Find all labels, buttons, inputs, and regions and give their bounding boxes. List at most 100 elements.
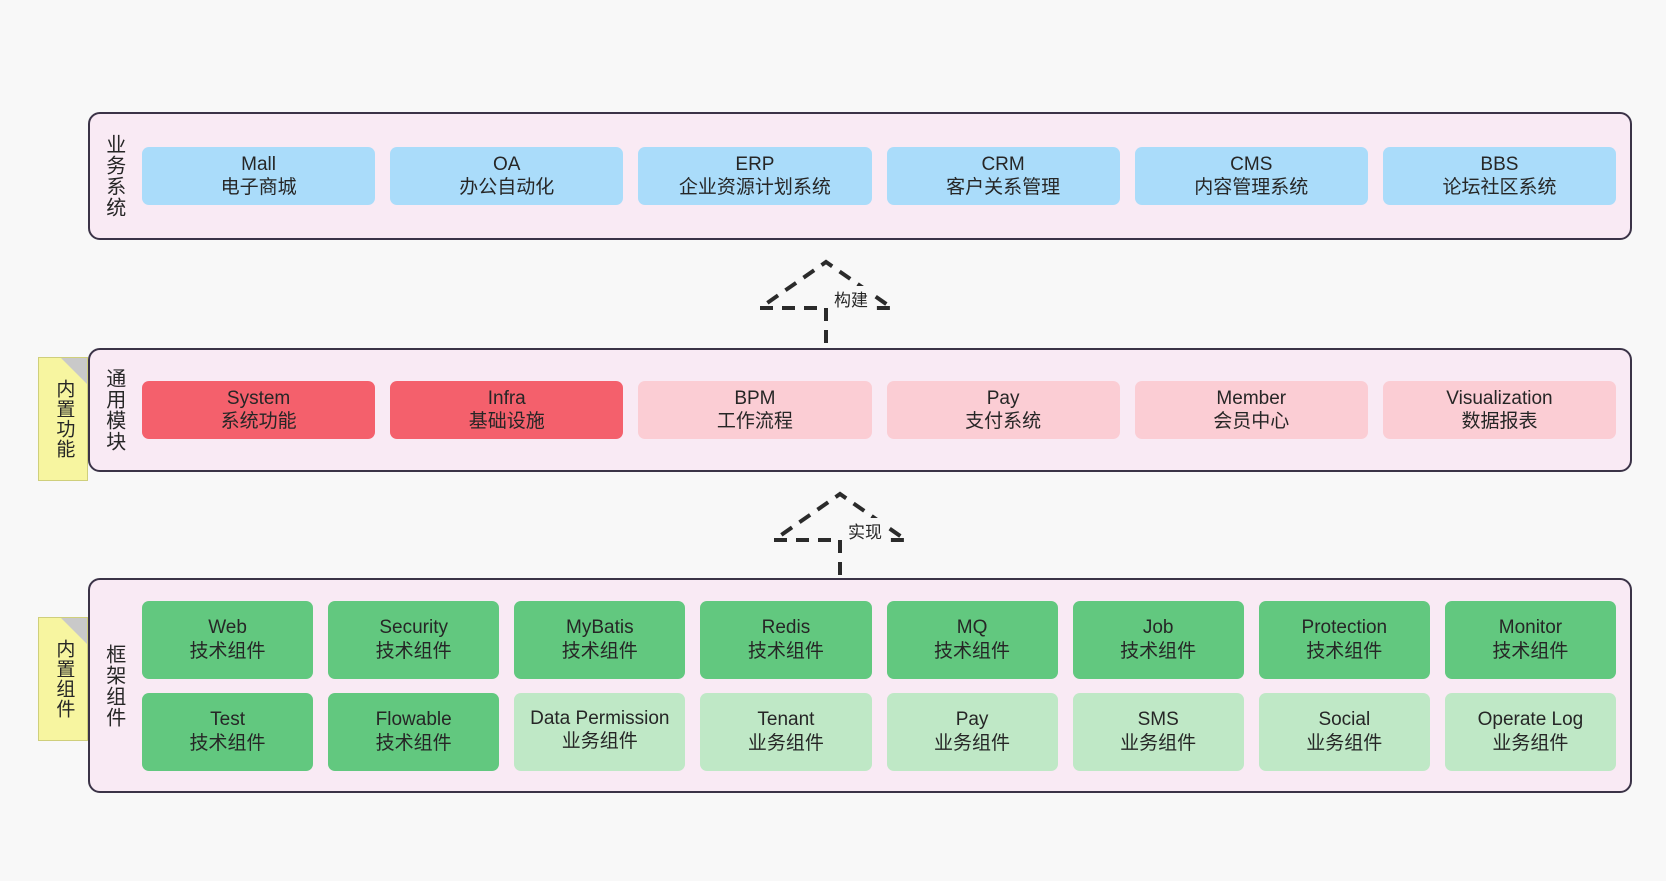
node-subtitle: 技术组件 <box>934 640 1011 662</box>
node-title: System <box>226 387 291 409</box>
node-security[interactable]: Security 技术组件 <box>328 600 500 679</box>
layer-title-common: 通用模块 <box>102 368 125 452</box>
node-data-permission[interactable]: Data Permission 业务组件 <box>514 692 686 771</box>
node-subtitle: 业务组件 <box>747 732 824 754</box>
node-mq[interactable]: MQ 技术组件 <box>886 600 1058 679</box>
sticky-note-builtin-function: 内置功能 <box>38 357 88 481</box>
node-title: OA <box>493 153 521 175</box>
connector-label-build: 构建 <box>832 286 870 311</box>
node-title: SMS <box>1137 709 1179 731</box>
layer-common-modules: 通用模块 System 系统功能 Infra 基础设施 BPM 工作流程 Pay… <box>88 348 1632 472</box>
node-title: Member <box>1216 387 1287 409</box>
row: Test 技术组件 Flowable 技术组件 Data Permission … <box>142 692 1616 771</box>
node-subtitle: 业务组件 <box>561 731 638 753</box>
node-subtitle: 技术组件 <box>189 640 266 662</box>
node-monitor[interactable]: Monitor 技术组件 <box>1444 600 1616 679</box>
node-subtitle: 内容管理系统 <box>1194 177 1309 198</box>
node-subtitle: 系统功能 <box>220 411 297 432</box>
node-title: Web <box>208 617 247 639</box>
layer-body-business: Mall 电子商城 OA 办公自动化 ERP 企业资源计划系统 CRM 客户关系… <box>136 114 1630 238</box>
node-system[interactable]: System 系统功能 <box>142 380 376 440</box>
node-pay-component[interactable]: Pay 业务组件 <box>886 692 1058 771</box>
node-visualization[interactable]: Visualization 数据报表 <box>1382 380 1617 440</box>
node-cms[interactable]: CMS 内容管理系统 <box>1134 146 1368 206</box>
node-protection[interactable]: Protection 技术组件 <box>1258 600 1430 679</box>
node-subtitle: 会员中心 <box>1213 411 1290 432</box>
generalization-arrow-icon <box>753 259 899 350</box>
node-title: Monitor <box>1498 617 1563 639</box>
node-erp[interactable]: ERP 企业资源计划系统 <box>638 146 872 206</box>
node-crm[interactable]: CRM 客户关系管理 <box>886 146 1120 206</box>
note-label: 内置功能 <box>53 379 75 459</box>
node-subtitle: 技术组件 <box>1120 640 1197 662</box>
node-title: BBS <box>1480 153 1519 175</box>
row: Web 技术组件 Security 技术组件 MyBatis 技术组件 Redi… <box>142 600 1616 679</box>
node-operate-log[interactable]: Operate Log 业务组件 <box>1444 692 1616 771</box>
node-web[interactable]: Web 技术组件 <box>142 600 314 679</box>
node-title: Protection <box>1301 617 1388 639</box>
row: System 系统功能 Infra 基础设施 BPM 工作流程 Pay 支付系统… <box>142 380 1617 440</box>
node-title: Redis <box>761 617 811 639</box>
note-fold-icon <box>61 618 87 644</box>
node-title: ERP <box>735 153 775 175</box>
node-subtitle: 企业资源计划系统 <box>678 177 831 198</box>
node-subtitle: 技术组件 <box>561 640 638 662</box>
node-subtitle: 工作流程 <box>716 411 793 432</box>
node-title: Mall <box>241 153 276 175</box>
node-subtitle: 数据报表 <box>1461 411 1538 432</box>
node-title: CMS <box>1230 153 1273 175</box>
node-title: Tenant <box>757 709 815 731</box>
node-title: Test <box>210 709 245 731</box>
node-mall[interactable]: Mall 电子商城 <box>142 146 376 206</box>
node-subtitle: 技术组件 <box>375 640 452 662</box>
node-subtitle: 技术组件 <box>1492 640 1569 662</box>
node-infra[interactable]: Infra 基础设施 <box>390 380 624 440</box>
node-mybatis[interactable]: MyBatis 技术组件 <box>514 600 686 679</box>
node-title: Data Permission <box>530 708 670 730</box>
node-test[interactable]: Test 技术组件 <box>142 692 314 771</box>
node-oa[interactable]: OA 办公自动化 <box>390 146 624 206</box>
node-title: Pay <box>955 709 989 731</box>
node-subtitle: 支付系统 <box>965 411 1042 432</box>
node-member[interactable]: Member 会员中心 <box>1134 380 1368 440</box>
node-redis[interactable]: Redis 技术组件 <box>700 600 872 679</box>
node-subtitle: 电子商城 <box>220 177 297 198</box>
layer-body-common: System 系统功能 Infra 基础设施 BPM 工作流程 Pay 支付系统… <box>136 350 1630 470</box>
node-bbs[interactable]: BBS 论坛社区系统 <box>1382 146 1617 206</box>
node-title: Pay <box>986 387 1020 409</box>
node-title: Infra <box>487 387 526 409</box>
layer-title-business: 业务系统 <box>102 134 125 218</box>
node-job[interactable]: Job 技术组件 <box>1072 600 1244 679</box>
layer-title-framework: 框架组件 <box>102 643 125 728</box>
node-subtitle: 业务组件 <box>934 732 1011 754</box>
node-subtitle: 技术组件 <box>1306 640 1383 662</box>
node-sms[interactable]: SMS 业务组件 <box>1072 692 1244 771</box>
node-title: Visualization <box>1446 387 1553 409</box>
node-subtitle: 技术组件 <box>747 640 824 662</box>
node-subtitle: 业务组件 <box>1492 732 1569 754</box>
node-title: Flowable <box>375 709 452 731</box>
node-title: Social <box>1318 709 1371 731</box>
generalization-arrow-icon <box>767 491 913 582</box>
node-flowable[interactable]: Flowable 技术组件 <box>328 692 500 771</box>
node-bpm[interactable]: BPM 工作流程 <box>638 380 872 440</box>
node-subtitle: 业务组件 <box>1120 732 1197 754</box>
node-title: Security <box>379 617 448 639</box>
node-title: MQ <box>956 617 988 639</box>
note-fold-icon <box>61 358 87 384</box>
node-subtitle: 办公自动化 <box>459 177 555 198</box>
node-title: Operate Log <box>1477 709 1584 731</box>
node-title: Job <box>1142 617 1174 639</box>
node-social[interactable]: Social 业务组件 <box>1258 692 1430 771</box>
note-label: 内置组件 <box>53 639 75 719</box>
node-subtitle: 基础设施 <box>468 411 545 432</box>
connector-build: 构建 <box>748 258 908 350</box>
node-title: CRM <box>981 153 1025 175</box>
row: Mall 电子商城 OA 办公自动化 ERP 企业资源计划系统 CRM 客户关系… <box>142 146 1617 206</box>
node-pay[interactable]: Pay 支付系统 <box>886 380 1120 440</box>
node-subtitle: 论坛社区系统 <box>1442 177 1557 198</box>
layer-framework-components: 框架组件 Web 技术组件 Security 技术组件 MyBatis 技术组件… <box>88 578 1632 793</box>
layer-business-system: 业务系统 Mall 电子商城 OA 办公自动化 ERP 企业资源计划系统 CRM… <box>88 112 1632 240</box>
node-tenant[interactable]: Tenant 业务组件 <box>700 692 872 771</box>
node-title: MyBatis <box>566 617 634 639</box>
